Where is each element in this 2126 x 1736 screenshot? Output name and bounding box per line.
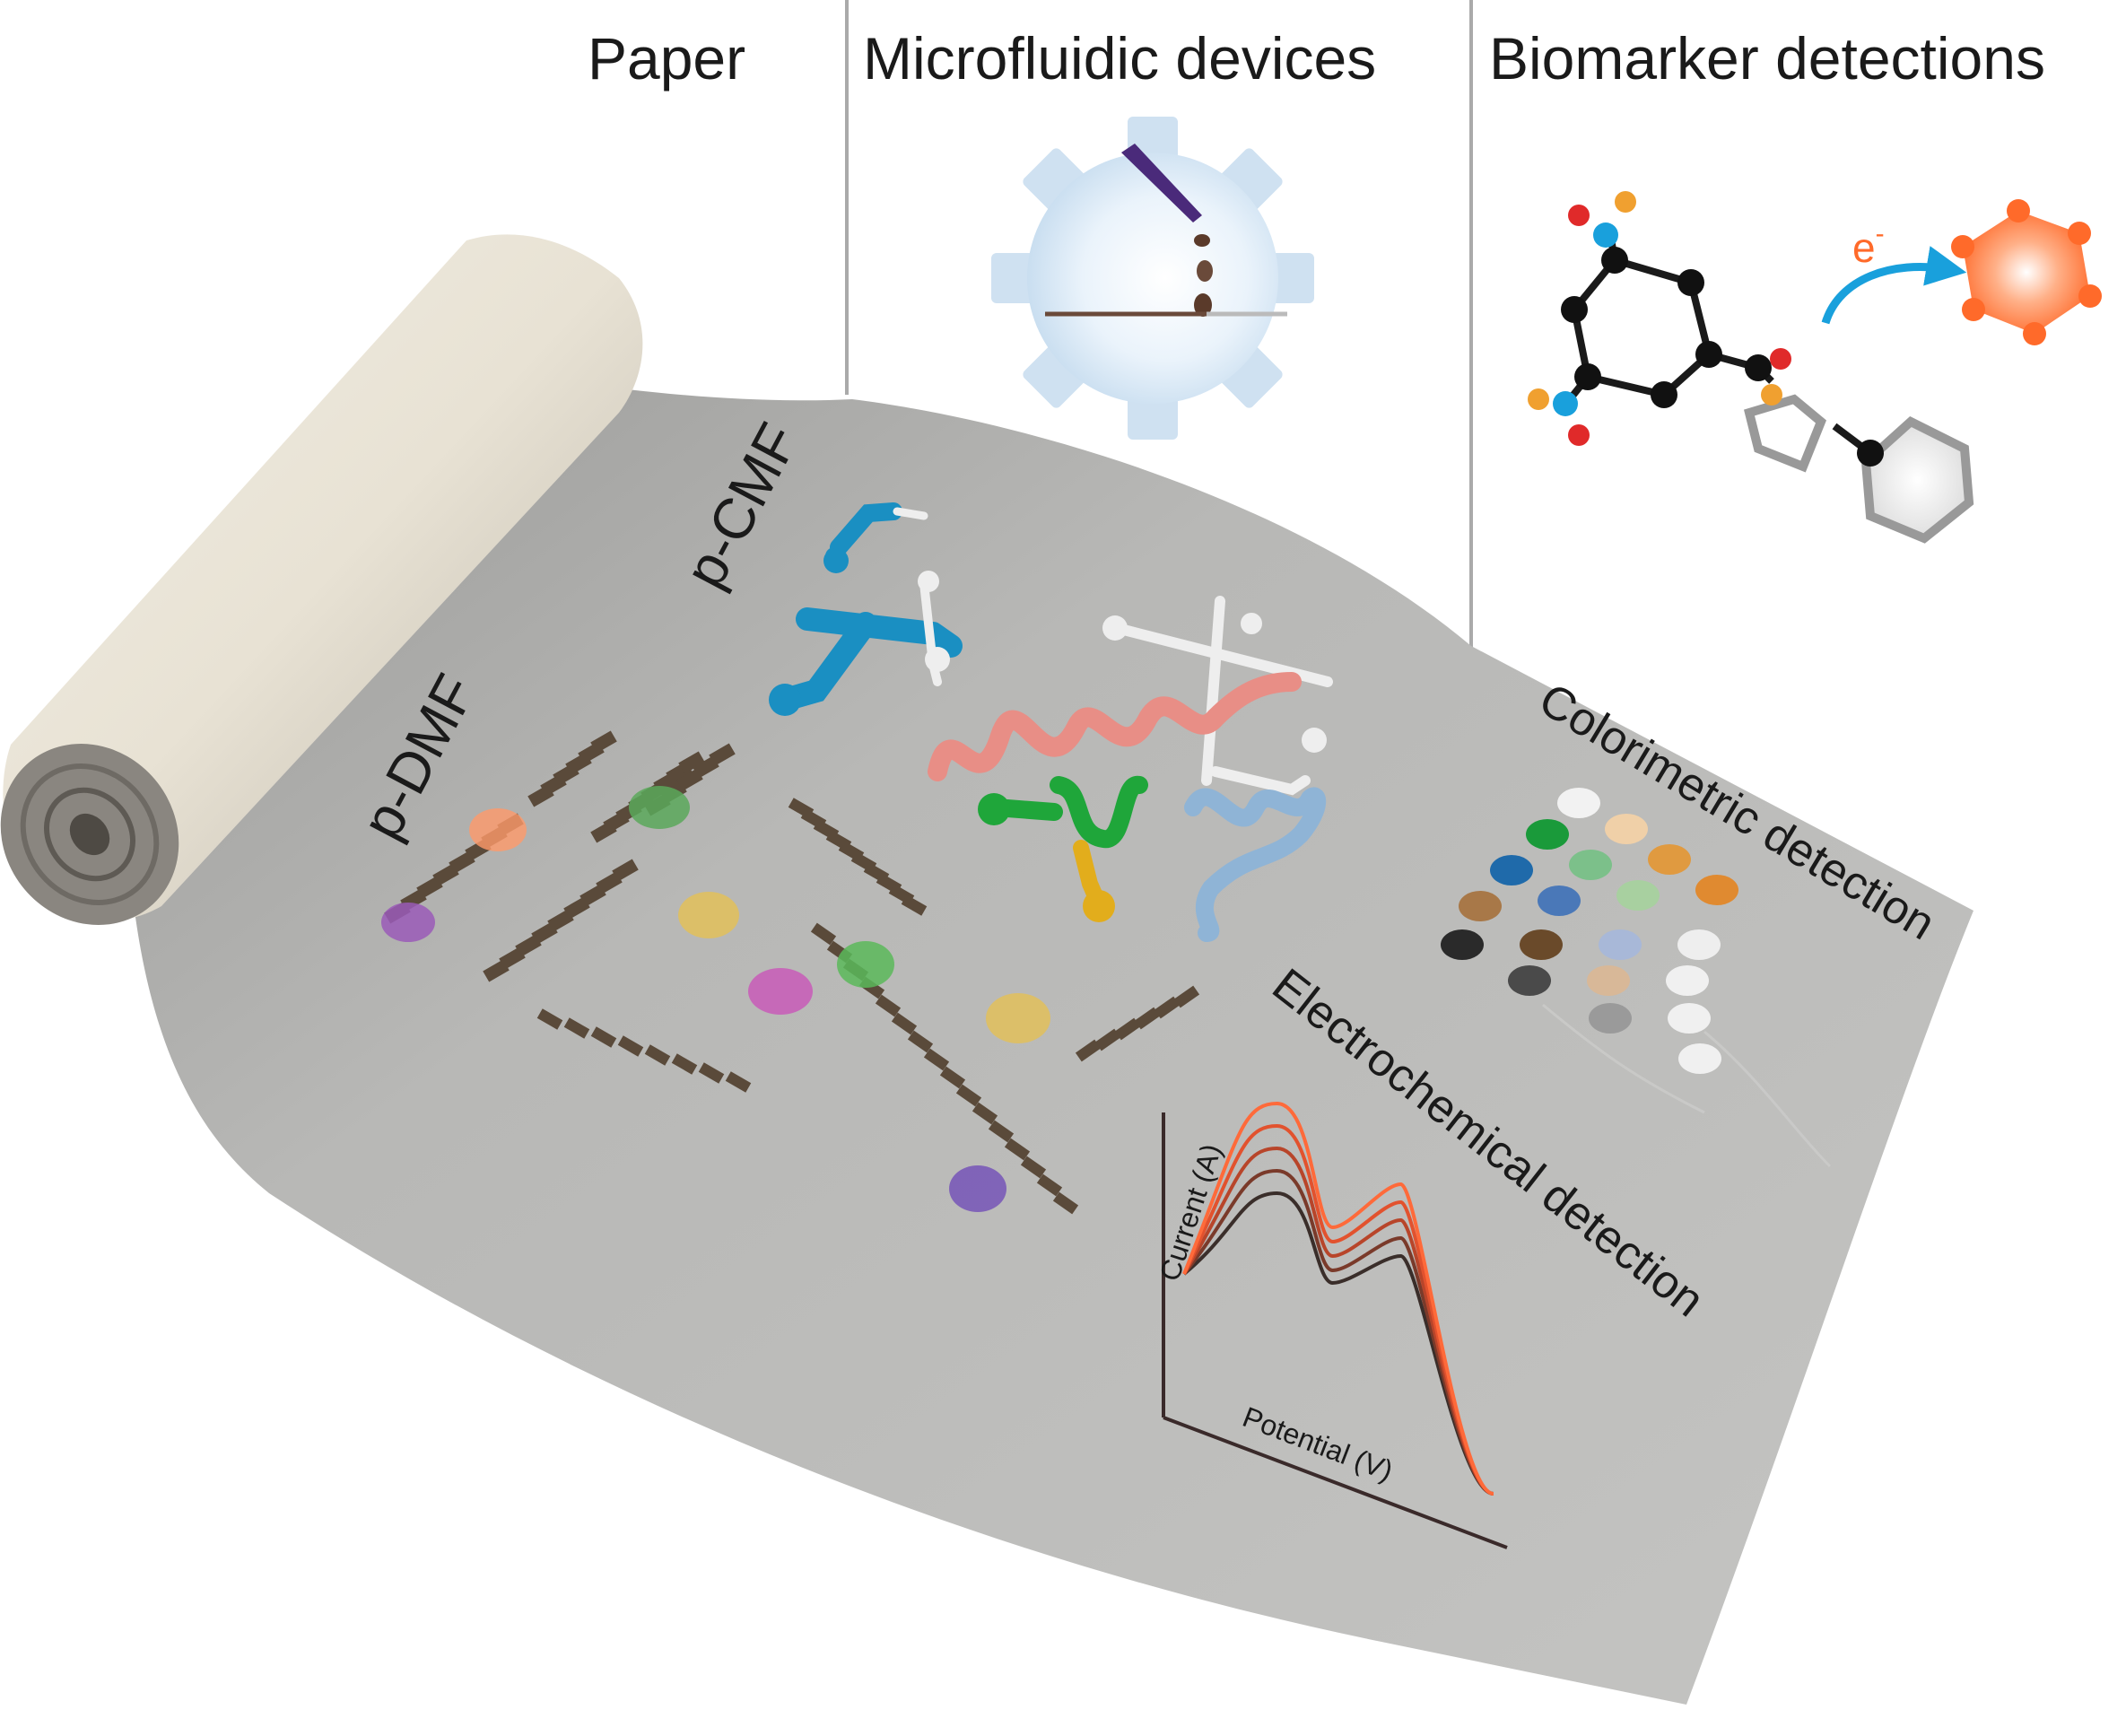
droplet-purple: [381, 903, 435, 942]
electrode-pad: [596, 871, 623, 894]
x-axis: [1163, 1416, 1508, 1549]
electrode-pad: [1094, 1028, 1121, 1051]
color-spot: [1587, 965, 1630, 996]
electrode-pad: [1134, 1007, 1161, 1030]
droplet-yellow: [678, 892, 739, 938]
electrode-pad: [676, 768, 703, 791]
droplet-green-2: [837, 941, 894, 988]
electrode-pad: [1154, 996, 1181, 1019]
electrode-pad: [678, 751, 705, 774]
electrode-pad: [810, 922, 837, 946]
paper-sheet: [126, 377, 1974, 1705]
pipette-icon: [1121, 144, 1202, 222]
colorimetric-spots: [1441, 788, 1738, 1074]
series-line: [1182, 1191, 1494, 1496]
color-spot: [1589, 1003, 1632, 1034]
electrode-pad: [1075, 1039, 1102, 1062]
color-spot: [1677, 929, 1721, 960]
electrode-pad: [955, 1084, 982, 1107]
series-line: [1182, 1146, 1494, 1496]
electrode-pad: [698, 1062, 725, 1084]
electrode-pad: [901, 894, 928, 916]
electrode-pad: [563, 896, 590, 920]
electrode-pad: [483, 959, 510, 982]
droplet-yellow-2: [986, 993, 1050, 1043]
droplet-magenta: [748, 968, 813, 1015]
microfluidic-channels: [769, 502, 1333, 942]
electrode-pad: [671, 1053, 698, 1075]
electrode-pad: [499, 947, 526, 970]
electrode-pad: [988, 1120, 1015, 1143]
color-spot: [1599, 929, 1642, 960]
electrode-pad: [875, 994, 902, 1017]
color-spot: [1666, 965, 1709, 996]
color-spot: [1605, 814, 1648, 844]
color-spot: [1526, 819, 1569, 850]
color-spot: [1490, 855, 1533, 885]
electrode-pad: [515, 934, 542, 957]
color-spot: [1538, 885, 1581, 916]
electrode-pad: [547, 909, 574, 932]
droplet-purple-2: [949, 1165, 1006, 1212]
electrode-pad: [1114, 1017, 1141, 1041]
electrode-pad: [1036, 1173, 1063, 1197]
electrode-pad: [907, 1030, 934, 1053]
droplet-orange: [469, 808, 527, 851]
electrode-pad: [939, 1066, 966, 1089]
color-spot: [1520, 929, 1563, 960]
hexagon-orange: [1951, 199, 2102, 345]
series-line: [1182, 1101, 1494, 1496]
color-spot: [1616, 880, 1660, 911]
droplet-green: [629, 786, 690, 829]
color-spot: [1648, 844, 1691, 875]
electrode-pad: [449, 851, 475, 874]
electron-arrow-icon: [1821, 246, 1967, 325]
electrode-pad: [1004, 1138, 1031, 1161]
electrode-pad: [612, 859, 639, 882]
color-spot: [1557, 788, 1600, 818]
electrode-pad: [709, 743, 736, 766]
electrode-pad: [1020, 1156, 1047, 1179]
header-microfluidic: Microfluidic devices: [863, 25, 1376, 92]
electrode-pad: [725, 1071, 752, 1093]
color-spot: [1695, 875, 1738, 905]
paper-texture: [1542, 1003, 1832, 1168]
electrode-pad: [432, 863, 459, 886]
color-spot: [1569, 850, 1612, 880]
electrode-pad: [972, 1102, 998, 1125]
electrode-pad: [590, 730, 617, 754]
gear-icon: [991, 117, 1314, 440]
color-spot: [1508, 965, 1551, 996]
electron-label: e-: [1852, 219, 1885, 271]
electrode-pad: [923, 1048, 950, 1071]
series-line: [1182, 1168, 1494, 1496]
color-spot: [1668, 1003, 1711, 1034]
electrode-pad: [531, 921, 558, 945]
color-spot: [1441, 929, 1484, 960]
header-paper: Paper: [588, 25, 745, 92]
electrode-pad: [536, 1008, 563, 1030]
electrode-pad: [617, 1035, 644, 1057]
series-lines: [1182, 1101, 1494, 1496]
molecule-diagram: e-: [1528, 191, 2102, 544]
electrode-pad: [563, 1017, 590, 1039]
color-spot: [1459, 891, 1502, 921]
paper-roll: [0, 234, 643, 925]
electrode-pad: [891, 1012, 918, 1035]
electrode-pad: [416, 876, 443, 899]
header-biomarker: Biomarker detections: [1489, 25, 2045, 92]
series-line: [1182, 1123, 1494, 1496]
droplets: [381, 786, 1050, 1212]
electrode-pad: [644, 1044, 671, 1066]
hexagon-gray: [1860, 416, 1974, 544]
electrode-pad: [693, 755, 719, 779]
electrode-pad: [579, 884, 606, 907]
color-spot: [1678, 1043, 1721, 1074]
electrode-pad: [590, 1026, 617, 1048]
electrode-pad: [1052, 1191, 1079, 1215]
electrode-pad: [1173, 985, 1200, 1008]
